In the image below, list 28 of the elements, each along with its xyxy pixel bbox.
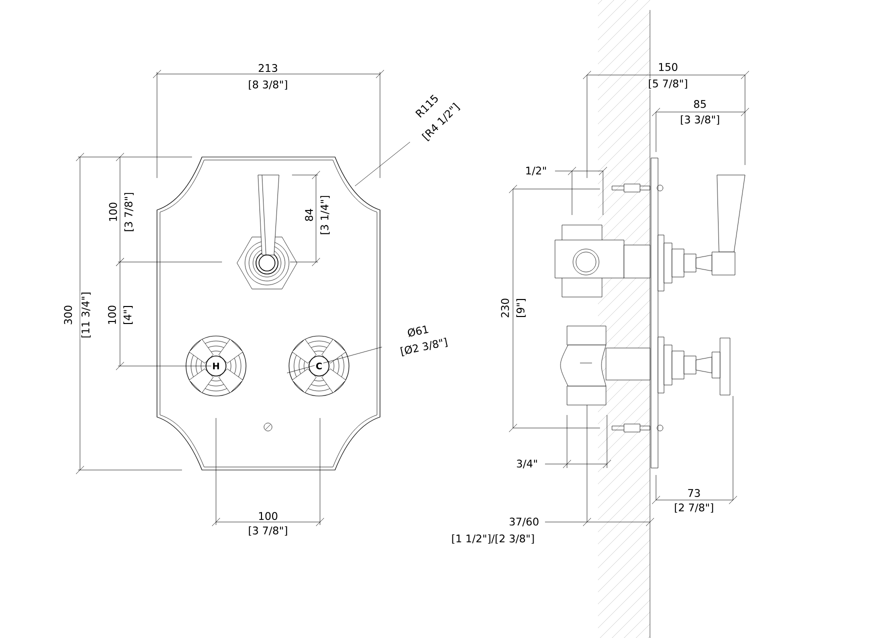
dimension-label: 1/2" [524, 166, 548, 176]
dimension-label: Ø61 [405, 324, 431, 339]
handle-letter: C [314, 362, 324, 370]
dimension-label: 73 [686, 488, 702, 498]
dimension-label: 3/4" [515, 458, 539, 470]
dimension-label: 85 [692, 99, 708, 109]
dimension-label: 100 [108, 200, 118, 224]
dimension-label: [3 7/8"] [123, 191, 135, 233]
dimension-label: 37/60 [508, 516, 540, 528]
dimension-label: 230 [500, 296, 510, 320]
dimension-label: 300 [63, 304, 73, 326]
dimension-label: 100 [107, 304, 117, 326]
dimension-label: 84 [304, 207, 314, 223]
dimension-label: [3 1/4"] [319, 194, 331, 236]
dimension-label: 150 [657, 62, 680, 72]
dimension-label: 100 [256, 511, 280, 521]
dimension-label: [5 7/8"] [647, 78, 689, 90]
dimension-label: [9"] [515, 297, 527, 319]
dimension-label: [4"] [122, 304, 134, 326]
dimension-label: [Ø2 3/8"] [398, 336, 450, 358]
dimension-label: [8 3/8"] [247, 79, 289, 91]
dimension-label: [1 1/2"]/[2 3/8"] [450, 533, 536, 545]
dimension-label: [11 3/4"] [80, 290, 92, 340]
dimension-label: [2 7/8"] [673, 502, 715, 514]
dimension-label: 213 [256, 63, 280, 73]
dimension-label: [3 7/8"] [247, 525, 289, 537]
dimension-label: [3 3/8"] [679, 114, 721, 126]
handle-letter: H [211, 362, 221, 370]
